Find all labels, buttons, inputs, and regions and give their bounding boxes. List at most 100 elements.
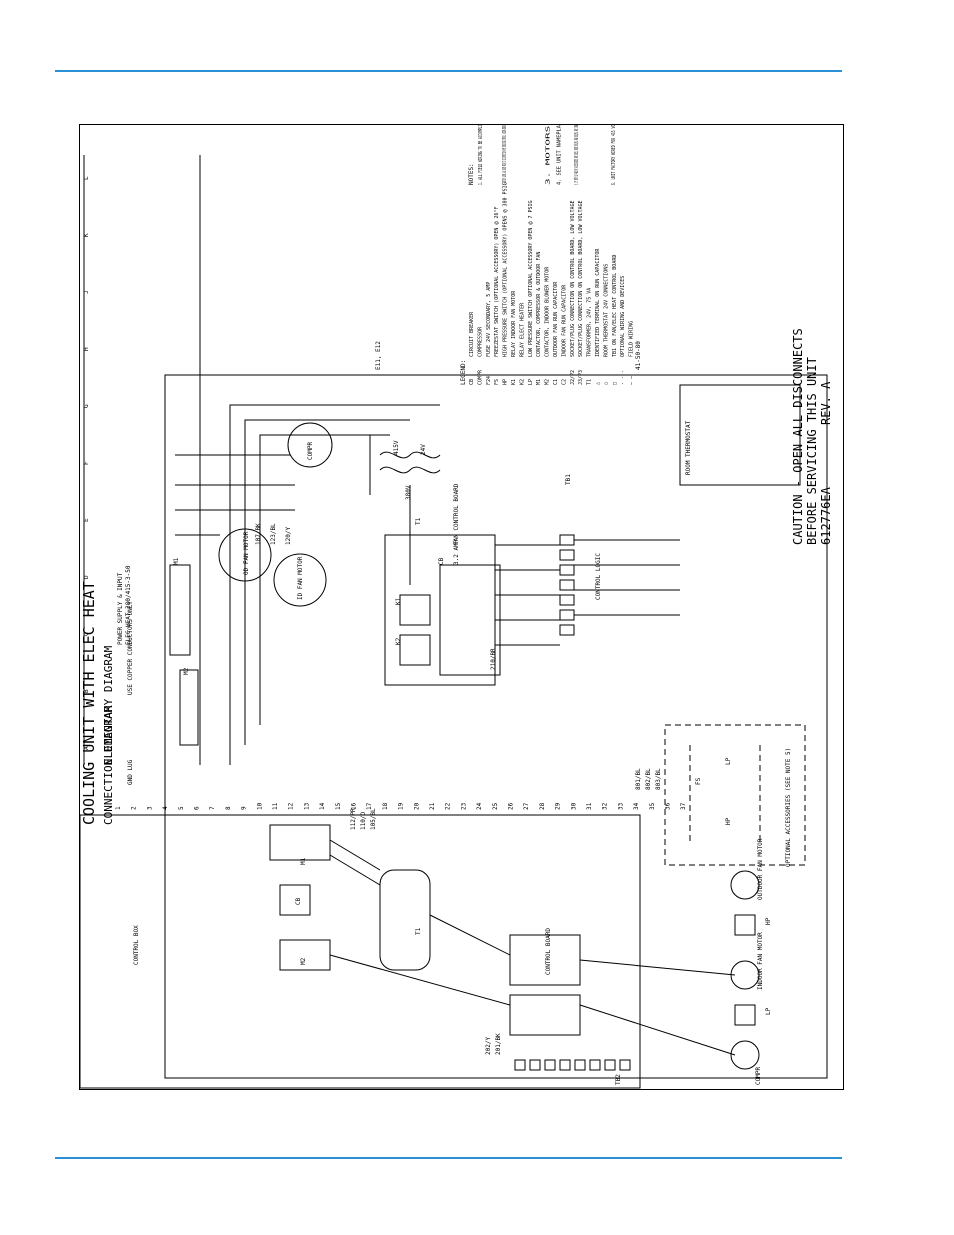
wire-label-201: 201/BK [495,1033,502,1055]
conn-lp-label: LP [765,1007,772,1015]
legend-code: M1 [536,379,542,385]
wire-label-107: 107/BK [255,523,262,545]
line-number: 5 [178,806,185,810]
conn-m1-block [269,824,331,861]
line-number: 16 [351,802,358,810]
legend-text: RELAY INDOOR FAN MOTOR [511,290,517,357]
legend-code: J2/P2 [570,370,576,385]
legend-code: □ [612,382,618,385]
bus-l2 [244,419,410,745]
legend-text: FUSE 24V SECONDARY, 5 AMP [486,282,492,357]
legend-text: SOCKET/PLUG CONNECTION ON CONTROL BOARD,… [578,200,584,357]
top-rule [55,70,842,72]
fuse-label: 3.2 AMP [453,539,460,565]
k2-relay [399,634,431,666]
revision: REV. A [819,381,833,425]
legend-text: CONTACTOR, COMPRESSOR & OUTDOOR FAN [536,252,542,357]
legend-text: FREEZESTAT SWITCH (OPTIONAL ACCESSORY) O… [494,206,500,357]
conn-m1-label: M1 [300,857,307,865]
serial-label: 41-50-80 [635,341,642,370]
bottom-rule [55,1157,842,1159]
caution-line-1: CAUTION - OPEN ALL DISCONNECTS [791,328,805,545]
line-number: 8 [225,806,232,810]
hp-label: HP [725,817,732,825]
legend-text: OPTIONAL WIRING AND DEVICES [620,276,626,357]
line-number: 15 [335,802,342,810]
grid-letter: K [83,233,90,237]
grid-letter: F [83,461,90,465]
legend-code: K1 [511,379,517,385]
elementary-title: ELEMENTARY DIAGRAM [102,645,115,765]
legend-text: INDOOR FAN RUN CAPACITOR [561,284,567,357]
legend-code: T1 [587,379,593,385]
line-number: 21 [429,802,436,810]
conn-hp-label: HP [765,917,772,925]
conn-wire-3 [429,914,511,956]
tb2-terminal-strip [514,1059,631,1071]
conn-compr-label: COMPR [755,1067,762,1085]
od-fan-label: OD FAN MOTOR [243,531,250,575]
line-number: 25 [492,802,499,810]
gnd-lug-label: GND LUG [127,759,134,785]
control-box-label: CONTROL BOX [133,925,140,965]
legend-code: FS [494,379,500,385]
note-item: 4. SEE UNIT NAMEPLATE FOR MAXIMUM FUSE S… [557,125,563,185]
copper-note: USE COPPER CONDUCTORS ONLY [127,601,134,695]
transformer-primary [379,451,441,459]
v24-label: 24V [420,444,427,455]
line-number: 7 [209,806,216,810]
legend-code: CB [469,379,475,385]
wire-label-210: 210/BR [490,648,497,670]
fs-label: FS [695,777,702,785]
legend-text: IDENTIFIED TERMINAL ON RUN CAPACITOR [595,248,601,357]
line-number: 34 [633,802,640,810]
line-number: 6 [194,806,201,810]
conn-transformer [379,869,431,971]
note-item: 6. UNIT FACTORY WIRED FOR 415 VOLT OPERA… [611,125,617,185]
conn-wire-2 [329,854,381,886]
wire-label-802: 802/BL [645,768,652,790]
conn-outdoor-fan-label: OUTDOOR FAN MOTOR [757,838,764,900]
elementary-frame [164,374,828,1079]
conn-wire-1 [329,839,381,871]
fan-control-board-label: FAN CONTROL BOARD [453,483,460,545]
part-number: 612776EA [819,486,833,545]
caution-line-2: BEFORE SERVICING THIS UNIT [805,357,819,545]
grid-letter: L [83,176,90,180]
bus-l1 [229,404,440,765]
tb1-label: TB1 [565,474,572,485]
line-number: 10 [256,802,263,810]
compressor-symbol [287,422,333,468]
line-number: 32 [602,802,609,810]
legend-text: LOW PRESSURE SWITCH OPTIONAL ACCESSORY O… [528,200,534,357]
legend-text: TRANSFORMER, 24V, 75 VA [587,288,593,357]
legend-text: OUTDOOR FAN RUN CAPACITOR [553,281,559,357]
legend-code: K2 [519,379,525,385]
line-number: 17 [366,802,373,810]
legend-text: HIGH PRESSURE SWITCH (OPTIONAL ACCESSORY… [503,182,509,357]
grid-letter: E [83,518,90,522]
conn-indoor-fan [730,960,760,990]
line-number: 22 [445,802,452,810]
line-number: 36 [665,802,672,810]
wire-label-105: 105/BL [370,808,377,830]
conn-indoor-fan-label: INDOOR FAN MOTOR [757,932,764,990]
conn-lp [734,1004,756,1026]
od-fan-motor-symbol [218,528,272,582]
wire-label-123: 123/BL [270,523,277,545]
note-item: 2. CAUTION: LABEL ALL WIRES PRIOR TO DIS… [502,125,508,185]
lp-label: LP [725,757,732,765]
power-supply-label-2: ELEC HEAT 380/415-3-50 [125,565,132,645]
id-fan-motor-symbol [273,553,327,607]
note-item: 5. IF BOTH LP AND HP ACCESSORIES ARE USE… [574,125,580,185]
grid-letter: A [83,746,90,750]
line-number: 31 [586,802,593,810]
power-supply-label: POWER SUPPLY & INPUT [117,572,124,645]
legend-text: RELAY ELECT HEATER [519,302,525,357]
legend-text: SOCKET/PLUG CONNECTION ON CONTROL BOARD,… [570,200,576,357]
legend-code: - - - [620,370,626,385]
wire-label-120: 120/Y [285,527,292,545]
legend-text: COMPRESSOR [477,326,483,357]
legend-text: ROOM THERMOSTAT 24V CONNECTIONS [603,264,609,357]
line-number: 20 [413,802,420,810]
